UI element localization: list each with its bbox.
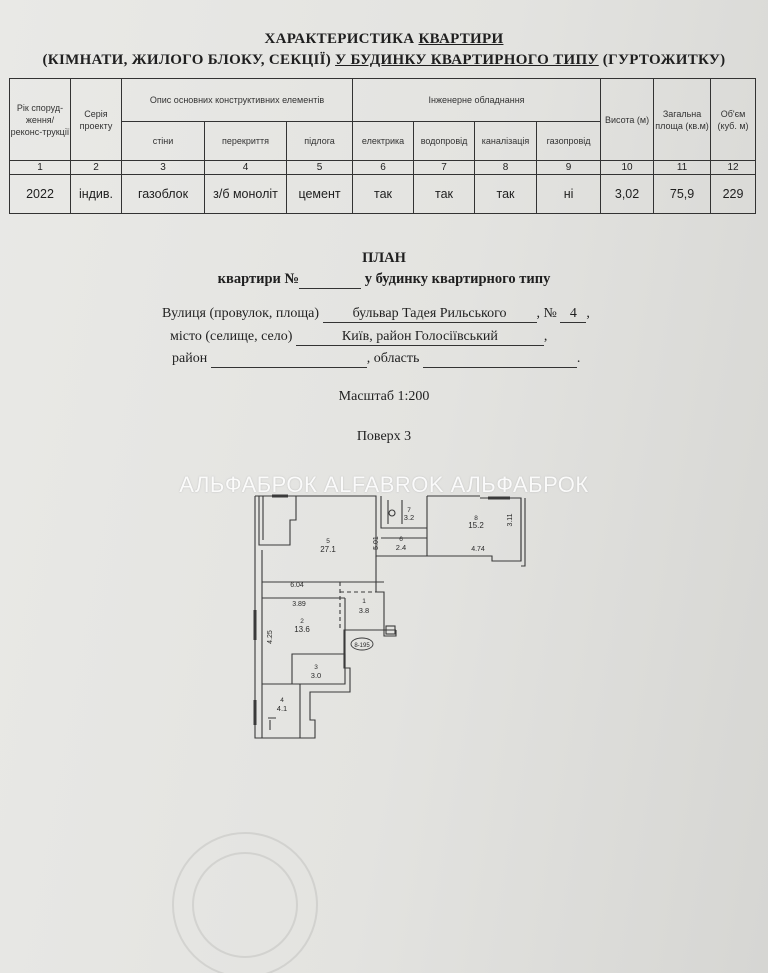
- value-floors: з/б моноліт: [204, 174, 287, 214]
- district-line: район , область .: [172, 351, 581, 368]
- header-electric: електрика: [352, 121, 415, 161]
- value-electric: так: [352, 174, 415, 214]
- header-volume: Об'єм (куб. м): [710, 78, 757, 161]
- value-total-area: 75,9: [653, 174, 712, 214]
- room-6-area: 2.4: [396, 543, 406, 552]
- column-number: 12: [710, 160, 757, 175]
- faint-stamp: [172, 832, 318, 973]
- column-number: 4: [204, 160, 287, 175]
- apartment-tag: 8-195: [354, 643, 370, 649]
- room-2-area: 13.6: [294, 625, 310, 634]
- dimension-label: 6.04: [290, 582, 304, 589]
- room-6-number: 6: [399, 536, 403, 543]
- column-number: 11: [653, 160, 712, 175]
- plan-subtitle: квартири № у будинку квартирного типу: [217, 271, 551, 289]
- house-number-value: 4: [560, 306, 587, 323]
- column-number: 8: [474, 160, 538, 175]
- street-value: бульвар Тадея Рильського: [322, 306, 537, 323]
- value-series: індив.: [70, 174, 122, 214]
- dimension-label: 4.25: [267, 630, 274, 644]
- room-8-number: 8: [474, 515, 478, 522]
- floor-label: Поверх 3: [356, 429, 412, 444]
- room-1-number: 1: [362, 598, 366, 605]
- room-3-number: 3: [314, 664, 318, 671]
- header-total-area: Загальна площа (кв.м): [653, 78, 712, 161]
- value-walls: газоблок: [121, 174, 205, 214]
- value-water: так: [413, 174, 476, 214]
- watermark: АЛЬФАБРОК ALFABROK АЛЬФАБРОК: [179, 472, 589, 497]
- apartment-number-blank: [299, 271, 362, 289]
- dimension-label: 3.11: [507, 513, 514, 526]
- header-engineering: Інженерне обладнання: [352, 78, 602, 122]
- value-year: 2022: [9, 174, 71, 214]
- column-number: 1: [9, 160, 71, 175]
- region-blank: [422, 351, 577, 368]
- column-number: 3: [121, 160, 205, 175]
- value-sewer: так: [474, 174, 538, 214]
- column-number: 7: [413, 160, 476, 175]
- column-number: 6: [352, 160, 415, 175]
- dimension-label: 3.89: [292, 601, 306, 608]
- values-row: 2022 індив. газоблок з/б моноліт цемент …: [9, 174, 757, 214]
- header-series: Серія проекту: [70, 78, 122, 161]
- header-flooring: підлога: [285, 121, 354, 161]
- column-number-row: 1 2 3 4 5 6 7 8 9 10 11 12: [9, 160, 757, 175]
- room-4-area: 4.1: [277, 704, 287, 713]
- city-line: місто (селище, село) Київ, район Голосії…: [170, 329, 548, 346]
- header-walls: стіни: [121, 121, 205, 161]
- header-year: Рік споруд-ження/ реконс-трукції: [9, 78, 71, 161]
- header-structures: Опис основних конструктивних елементів: [120, 78, 354, 122]
- value-flooring: цемент: [285, 174, 354, 214]
- room-3-area: 3.0: [311, 671, 321, 680]
- city-value: Київ, район Голосіївський: [295, 329, 544, 346]
- column-number: 10: [600, 160, 655, 175]
- header-gas: газопровід: [536, 121, 602, 161]
- column-number: 9: [536, 160, 602, 175]
- room-7-number: 7: [407, 507, 411, 514]
- specs-table: Рік споруд-ження/ реконс-трукції Серія п…: [9, 78, 757, 214]
- column-number: 5: [285, 160, 354, 175]
- district-blank: [210, 351, 367, 368]
- header-water: водопровід: [413, 121, 476, 161]
- header-sewer: каналізація: [474, 121, 538, 161]
- room-7-area: 3.2: [404, 513, 414, 522]
- plan-title: ПЛАН: [362, 250, 406, 266]
- doc-title-line1: ХАРАКТЕРИСТИКА КВАРТИРИ: [264, 31, 504, 47]
- room-2-number: 2: [300, 618, 304, 625]
- value-volume: 229: [710, 174, 757, 214]
- dimension-label: 5.01: [373, 536, 380, 550]
- room-8-area: 15.2: [468, 521, 484, 530]
- header-height: Висота (м): [600, 78, 655, 161]
- doc-title-line2: (КІМНАТИ, ЖИЛОГО БЛОКУ, СЕКЦІЇ) У БУДИНК…: [42, 52, 726, 68]
- scale-label: Масштаб 1:200: [338, 389, 430, 404]
- room-4-number: 4: [280, 697, 284, 704]
- header-floors: перекриття: [204, 121, 287, 161]
- value-gas: ні: [536, 174, 602, 214]
- room-1-area: 3.8: [359, 606, 369, 615]
- street-line: Вулиця (провулок, площа) бульвар Тадея Р…: [162, 306, 590, 323]
- value-height: 3,02: [600, 174, 655, 214]
- column-number: 2: [70, 160, 122, 175]
- dimension-label: 4.74: [471, 546, 485, 553]
- room-5-area: 27.1: [320, 545, 336, 554]
- room-5-number: 5: [326, 538, 330, 545]
